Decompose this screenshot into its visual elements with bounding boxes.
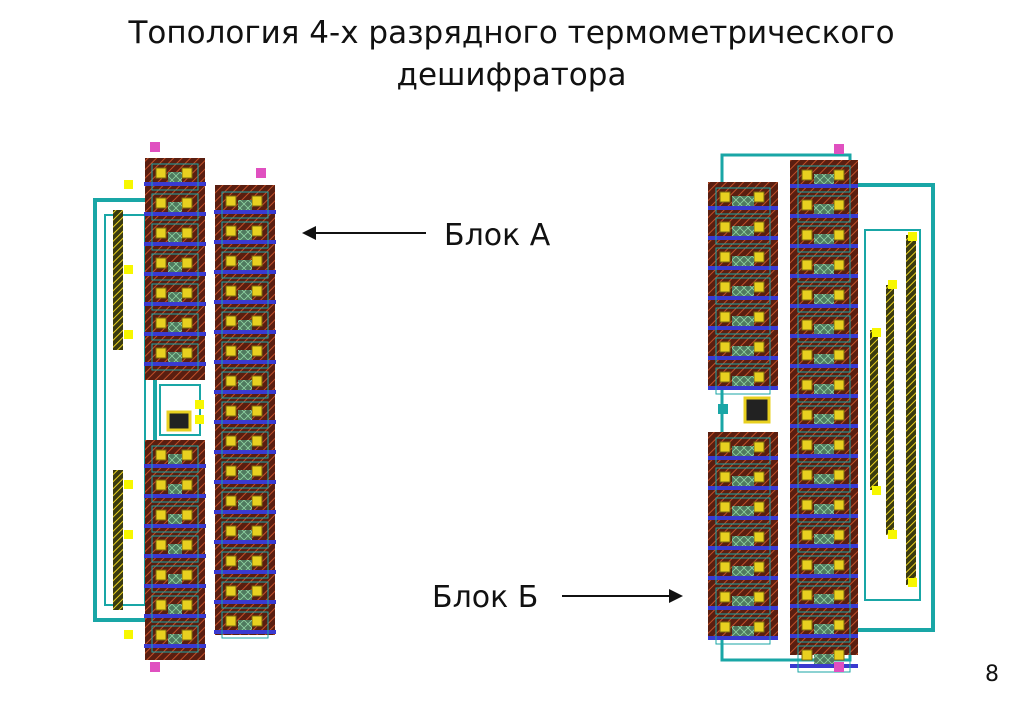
block-b-layout [708, 144, 935, 673]
label-block-b: Блок Б [432, 580, 539, 615]
center-contact [166, 410, 192, 432]
title-line-1: Топология 4-х разрядного термометрическо… [128, 15, 895, 51]
arrow-to-block-a [302, 226, 426, 240]
block-a-layout [93, 142, 276, 672]
slide-title: Топология 4-х разрядного термометрическо… [0, 12, 1023, 96]
yellow-bus [906, 235, 916, 585]
arrow-to-block-b [562, 589, 683, 603]
label-block-a: Блок А [444, 218, 551, 253]
yellow-bus [113, 210, 123, 350]
title-line-2: дешифратора [396, 57, 627, 93]
center-contact [743, 396, 771, 424]
routing-outline [93, 198, 157, 622]
page-number: 8 [985, 662, 999, 687]
